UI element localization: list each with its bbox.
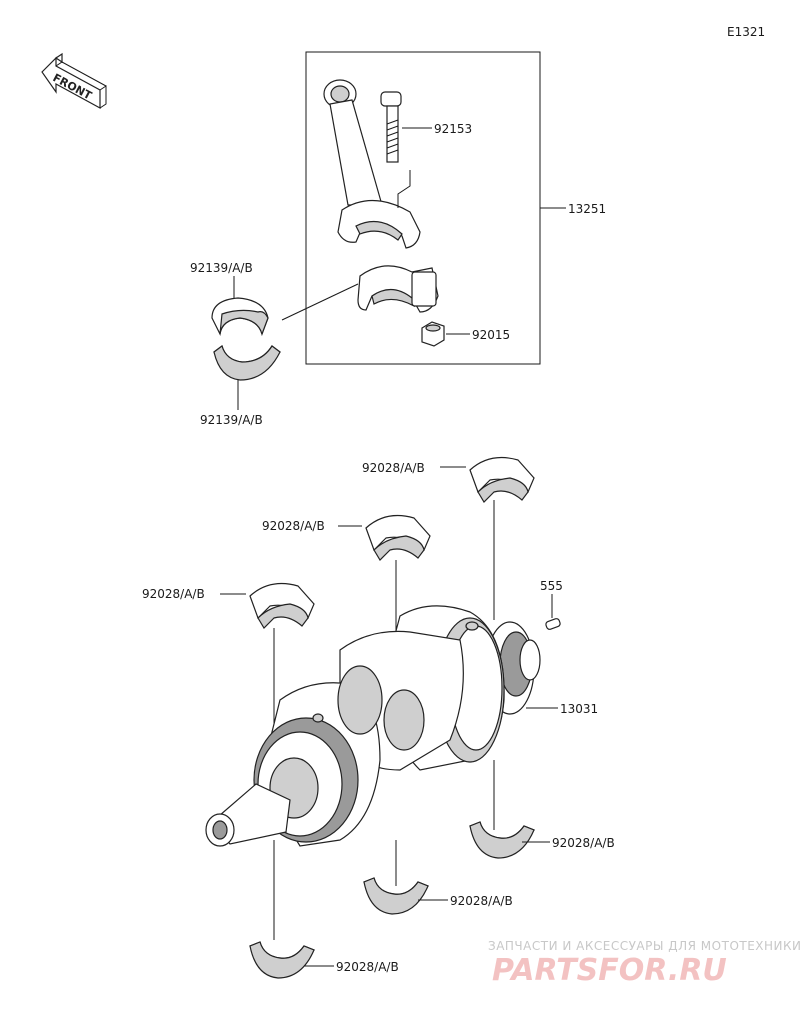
main-bearing-1 [469, 457, 535, 503]
main-bearing-5 [363, 877, 429, 915]
front-arrow-icon: FRONT [41, 52, 107, 110]
diagram-code: E1321 [727, 25, 765, 39]
label-13031: 13031 [560, 702, 598, 716]
main-bearing-3 [249, 583, 315, 629]
watermark-tagline: ЗАПЧАСТИ И АКСЕССУАРЫ ДЛЯ МОТОТЕХНИКИ [488, 939, 800, 953]
label-92028-3: 92028/A/B [142, 587, 205, 601]
con-rod-bolt [380, 91, 402, 163]
crankshaft [205, 605, 541, 847]
label-92153: 92153 [434, 122, 472, 136]
main-bearing-2 [365, 515, 431, 561]
connecting-rod-cap [357, 265, 439, 313]
rod-bearing-upper [211, 297, 269, 336]
connecting-rod [323, 79, 421, 249]
label-92028-1: 92028/A/B [362, 461, 425, 475]
label-92028-4: 92028/A/B [552, 836, 615, 850]
label-92028-5: 92028/A/B [450, 894, 513, 908]
dowel-pin [545, 618, 561, 630]
watermark-brand: PARTSFOR.RU [492, 953, 727, 988]
label-92028-2: 92028/A/B [262, 519, 325, 533]
main-bearing-6 [249, 941, 315, 979]
label-92139-upper: 92139/A/B [190, 261, 253, 275]
main-bearing-4 [469, 821, 535, 859]
label-92139-lower: 92139/A/B [200, 413, 263, 427]
con-rod-nut [421, 321, 445, 347]
label-13251: 13251 [568, 202, 606, 216]
rod-bearing-lower [213, 344, 281, 381]
label-92028-6: 92028/A/B [336, 960, 399, 974]
label-92015: 92015 [472, 328, 510, 342]
label-555: 555 [540, 579, 563, 593]
